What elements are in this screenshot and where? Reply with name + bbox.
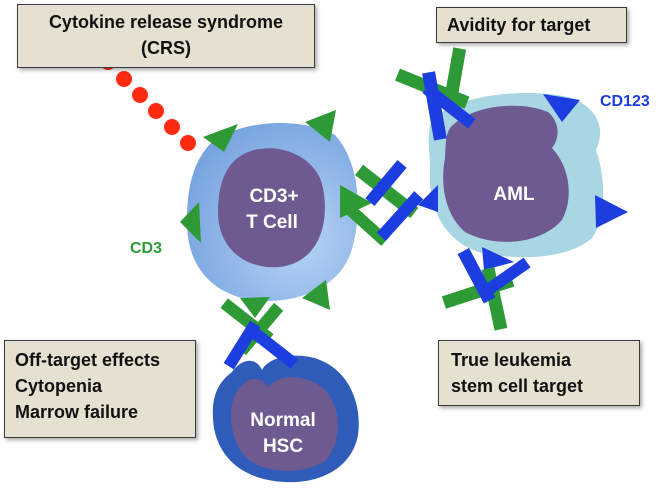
lsc-callout: True leukemia stem cell target [438,340,640,406]
hsc-label-line1: Normal [250,410,315,431]
offtarget-callout-line1: Off-target effects [15,350,161,370]
offtarget-callout: Off-target effects Cytopenia Marrow fail… [4,340,196,438]
t-cell-nucleus [218,148,325,268]
aml-cell [428,93,604,258]
offtarget-callout-line3: Marrow failure [15,402,139,422]
offtarget-callout-line2: Cytopenia [15,376,103,396]
crs-dotted-line [100,54,196,151]
t-cell-label-line2: T Cell [246,212,298,233]
aml-nucleus [443,105,569,242]
hsc-nucleus [230,377,338,471]
lsc-callout-line1: True leukemia [451,350,572,370]
hsc-cell [212,355,359,483]
aml-label: AML [493,184,535,205]
bispecific-antibody-center [342,159,424,246]
cd123-label: CD123 [600,93,650,110]
crs-callout: Cytokine release syndrome (CRS) [17,4,315,68]
cd3-label: CD3 [130,240,162,257]
bispecific-antibody-bottom [441,247,531,331]
avidity-callout-text: Avidity for target [447,15,591,35]
t-cell-label-line1: CD3+ [249,186,298,207]
crs-callout-line1: Cytokine release syndrome [48,12,284,32]
bispecific-antibody-top [395,47,476,141]
lsc-callout-line2: stem cell target [451,376,584,396]
bispecific-antibody-lower [220,298,299,370]
t-cell [186,123,358,302]
cd3-receptors [180,110,372,318]
crs-callout-line2: (CRS) [141,38,191,58]
avidity-callout: Avidity for target [436,7,627,43]
cd123-receptors [418,94,628,270]
hsc-label-line2: HSC [263,436,303,457]
